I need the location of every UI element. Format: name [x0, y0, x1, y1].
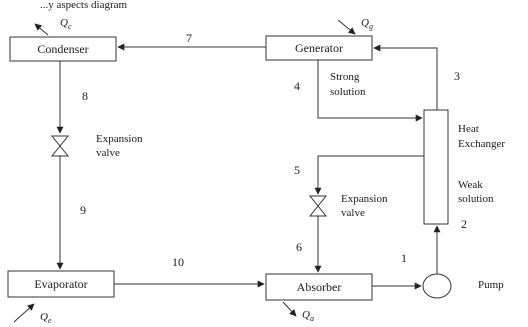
stream-label-5: 5 [294, 163, 300, 177]
top-cutoff-text: ...y aspects diagram [40, 0, 127, 11]
absorber-label: Absorber [297, 280, 342, 294]
strong-solution-label-line1: Strong [330, 71, 360, 83]
heat-exchanger-label-line2: Exchanger [458, 138, 505, 150]
heat-arrow-evaporator [13, 303, 35, 323]
generator-label: Generator [295, 41, 343, 55]
q-condenser: Qc [60, 17, 72, 31]
weak-solution-label-line1: Weak [458, 179, 483, 191]
stream-label-1: 1 [401, 251, 407, 265]
q-absorber: Qa [302, 309, 314, 323]
heat-exchanger-box [423, 109, 449, 225]
q-generator: Qg [361, 17, 373, 31]
flow-line-4 [317, 60, 423, 122]
expansion-valve-1-symbol [50, 135, 70, 157]
evaporator-label: Evaporator [34, 277, 87, 291]
heat-exchanger-label-line1: Heat [458, 123, 479, 135]
flow-line-5 [314, 155, 424, 195]
flow-line-3 [373, 44, 438, 110]
strong-solution-label-line2: solution [330, 86, 366, 98]
stream-label-6: 6 [296, 240, 302, 254]
expansion-valve-1-label-line1: Expansion [96, 133, 143, 145]
condenser-label: Condenser [37, 42, 88, 56]
expansion-valve-2-symbol [308, 195, 328, 217]
pump-symbol [422, 273, 452, 299]
condenser-box: Condenser [9, 36, 117, 62]
evaporator-box: Evaporator [7, 270, 115, 298]
expansion-valve-2-label-line1: Expansion [341, 193, 388, 205]
absorber-box: Absorber [265, 273, 373, 301]
pump-label: Pump [478, 279, 504, 291]
generator-box: Generator [265, 35, 373, 61]
q-evaporator: Qe [40, 311, 52, 325]
stream-label-2: 2 [461, 217, 467, 231]
heat-arrow-condenser [34, 23, 49, 36]
stream-label-9: 9 [80, 203, 86, 217]
heat-arrow-generator [337, 19, 356, 35]
weak-solution-label-line2: solution [458, 193, 494, 205]
expansion-valve-1-label-line2: valve [96, 147, 120, 159]
stream-label-8: 8 [82, 89, 88, 103]
stream-label-10: 10 [172, 255, 184, 269]
expansion-valve-2-label-line2: valve [341, 207, 365, 219]
stream-label-4: 4 [294, 79, 300, 93]
heat-arrow-absorber [282, 301, 297, 317]
stream-label-7: 7 [186, 31, 192, 45]
stream-label-3: 3 [454, 69, 460, 83]
